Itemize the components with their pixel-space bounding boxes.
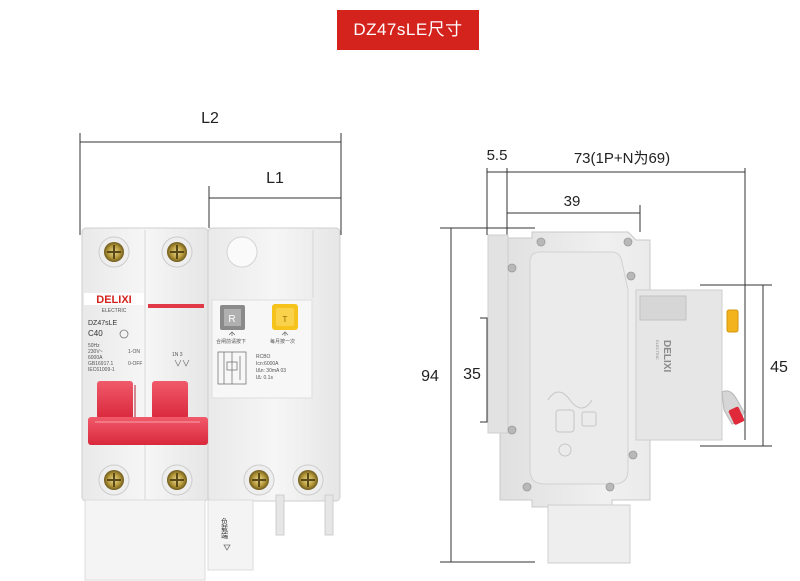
side-brand-text: DELIXI	[661, 340, 672, 372]
pole-marks: 1N 3	[172, 352, 183, 358]
side-view: 5.5 73(1P+N为69) 39 94 35 45 DELIXI	[421, 147, 788, 564]
rivet	[605, 482, 615, 492]
red-stripe	[148, 304, 204, 308]
rcd-indicator-window	[226, 236, 258, 268]
dim-L1-label: L1	[266, 170, 284, 187]
front-brand: DELIXI	[96, 294, 131, 306]
title-banner: DZ47sLE尺寸	[337, 10, 479, 50]
top-screw-2	[161, 236, 193, 268]
rivet	[507, 263, 517, 273]
front-spec-lines: 50Hz 230V~ 6000A GB16917.1 IEC61009-1 1-…	[88, 343, 190, 373]
rivet	[628, 450, 638, 460]
side-inner-panel	[529, 251, 629, 485]
arrow-up-icon	[228, 331, 236, 336]
dim-35-label: 35	[463, 366, 481, 383]
dim-39-label: 39	[564, 193, 581, 210]
bottom-screw-1	[98, 464, 130, 496]
rcbo-line: Icn:6000A	[256, 361, 279, 367]
load-text: 负载端	[221, 517, 229, 540]
arrow-up-icon	[281, 331, 289, 336]
spec-line: 0-OFF	[128, 361, 142, 367]
rcbo-line: IΔ: 0.1s	[256, 375, 273, 381]
rivet	[507, 425, 517, 435]
reset-button-label: R	[228, 314, 235, 325]
dim-L1	[208, 186, 341, 228]
rcbo-spec: RCBO Icn:6000A IΔn: 30mA 03 IΔ: 0.1s	[256, 354, 286, 381]
front-brand-sub: ELECTRIC	[102, 308, 127, 314]
spec-line: GB16917.1	[88, 361, 114, 367]
side-brand-sub: ELECTRIC	[655, 340, 660, 360]
spec-line: 50Hz	[88, 343, 100, 349]
bottom-screw-2	[161, 464, 193, 496]
dim-45-label: 45	[770, 359, 788, 376]
side-brand: DELIXI ELECTRIC	[655, 340, 672, 372]
brand-plate	[84, 293, 144, 305]
side-rear-rail	[487, 234, 509, 434]
toggle-handle[interactable]	[88, 381, 208, 445]
side-dimension-lines	[440, 168, 772, 563]
dim-L2	[79, 133, 342, 235]
dim-94-label: 94	[421, 368, 439, 385]
dim-5-5-label: 5.5	[487, 147, 508, 164]
side-test-button[interactable]	[726, 309, 739, 333]
reset-button[interactable]: R	[220, 305, 245, 330]
spec-line: 1-ON	[128, 349, 140, 355]
side-handle-tip[interactable]	[728, 406, 745, 425]
reset-instruction: 合闸前请按下	[216, 338, 246, 345]
rivet	[626, 271, 636, 281]
dim-73-label: 73(1P+N为69)	[574, 150, 670, 167]
arrow-down-icon	[223, 544, 231, 551]
load-label: 负载端	[221, 517, 229, 540]
rivet	[623, 237, 633, 247]
rcd-bottom	[207, 499, 254, 571]
bottom-screw-4	[292, 464, 324, 496]
rivet	[536, 237, 546, 247]
rcbo-line: IΔn: 30mA 03	[256, 368, 286, 374]
test-button-label: T	[283, 315, 288, 324]
rcd-side-window	[639, 295, 687, 321]
ccc-mark-icon	[119, 329, 129, 339]
din-clip	[547, 504, 631, 564]
spec-line: 230V~	[88, 349, 103, 355]
spec-line: IEC61009-1	[88, 367, 115, 373]
front-model: DZ47sLE	[88, 320, 118, 327]
spec-line: 6000A	[88, 355, 103, 361]
pole-symbol-icon	[174, 359, 190, 367]
dim-L2-label: L2	[201, 110, 219, 127]
embossed-symbols-icon	[547, 391, 597, 457]
bottom-screw-3	[243, 464, 275, 496]
front-view: L2 L1	[79, 110, 342, 581]
terminal-leg	[275, 494, 285, 536]
circuit-diagram-icon	[217, 351, 247, 385]
breaker-bottom	[84, 499, 206, 581]
terminal-leg	[324, 494, 334, 536]
test-button[interactable]: T	[272, 304, 298, 330]
top-screw-1	[98, 236, 130, 268]
test-instruction: 每月按一次	[270, 338, 295, 345]
rivet	[522, 482, 532, 492]
front-rating: C40	[88, 329, 103, 338]
rcbo-line: RCBO	[256, 354, 271, 360]
